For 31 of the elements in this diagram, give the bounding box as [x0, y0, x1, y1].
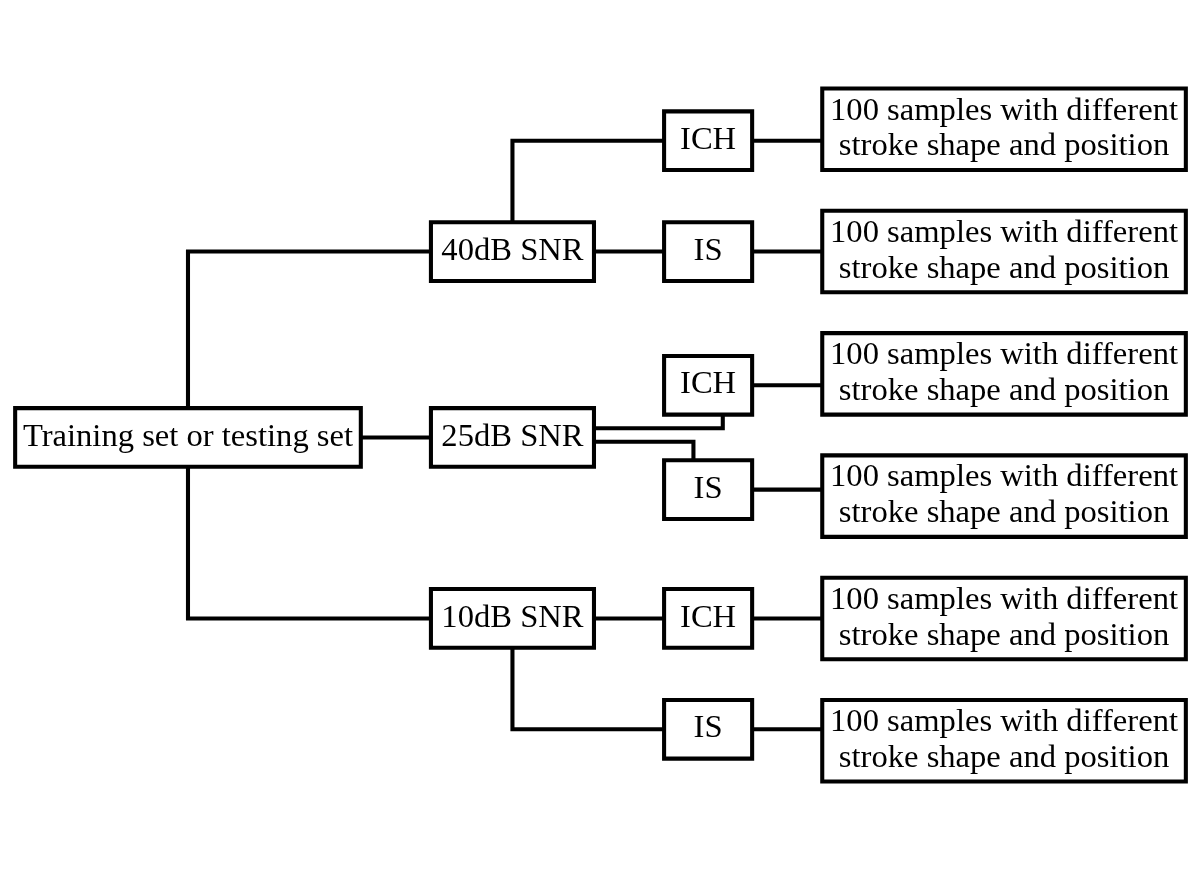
connector	[594, 249, 664, 254]
connector	[752, 616, 823, 621]
connector	[752, 487, 823, 492]
connector	[510, 648, 664, 732]
node-box: 100 samples with different stroke shape and position	[820, 86, 1188, 173]
node-box: IS	[662, 220, 755, 283]
node-box: 25dB SNR	[428, 406, 596, 469]
connector	[510, 138, 664, 222]
connector	[752, 383, 823, 388]
connector	[594, 616, 664, 621]
node-box: 100 samples with different stroke shape and position	[820, 331, 1188, 417]
node-box: 100 samples with different stroke shape and position	[820, 575, 1188, 662]
node-box: ICH	[662, 587, 755, 650]
connector	[361, 435, 431, 440]
node-box: Training set or testing set	[13, 406, 363, 469]
node-box: ICH	[662, 109, 755, 173]
node-box: 100 samples with different stroke shape and position	[820, 453, 1188, 539]
node-box: 100 samples with different stroke shape and position	[820, 697, 1188, 784]
node-box: 100 samples with different stroke shape and position	[820, 208, 1188, 295]
connector	[185, 249, 431, 408]
connector	[752, 138, 823, 143]
node-box: IS	[662, 697, 755, 761]
connector	[752, 249, 823, 254]
node-box: 10dB SNR	[428, 587, 596, 650]
connector	[752, 727, 823, 732]
connector	[594, 439, 696, 461]
node-box: ICH	[662, 353, 755, 417]
connector	[185, 467, 431, 621]
connector	[594, 414, 725, 431]
node-box: IS	[662, 458, 755, 521]
node-box: 40dB SNR	[428, 220, 596, 283]
